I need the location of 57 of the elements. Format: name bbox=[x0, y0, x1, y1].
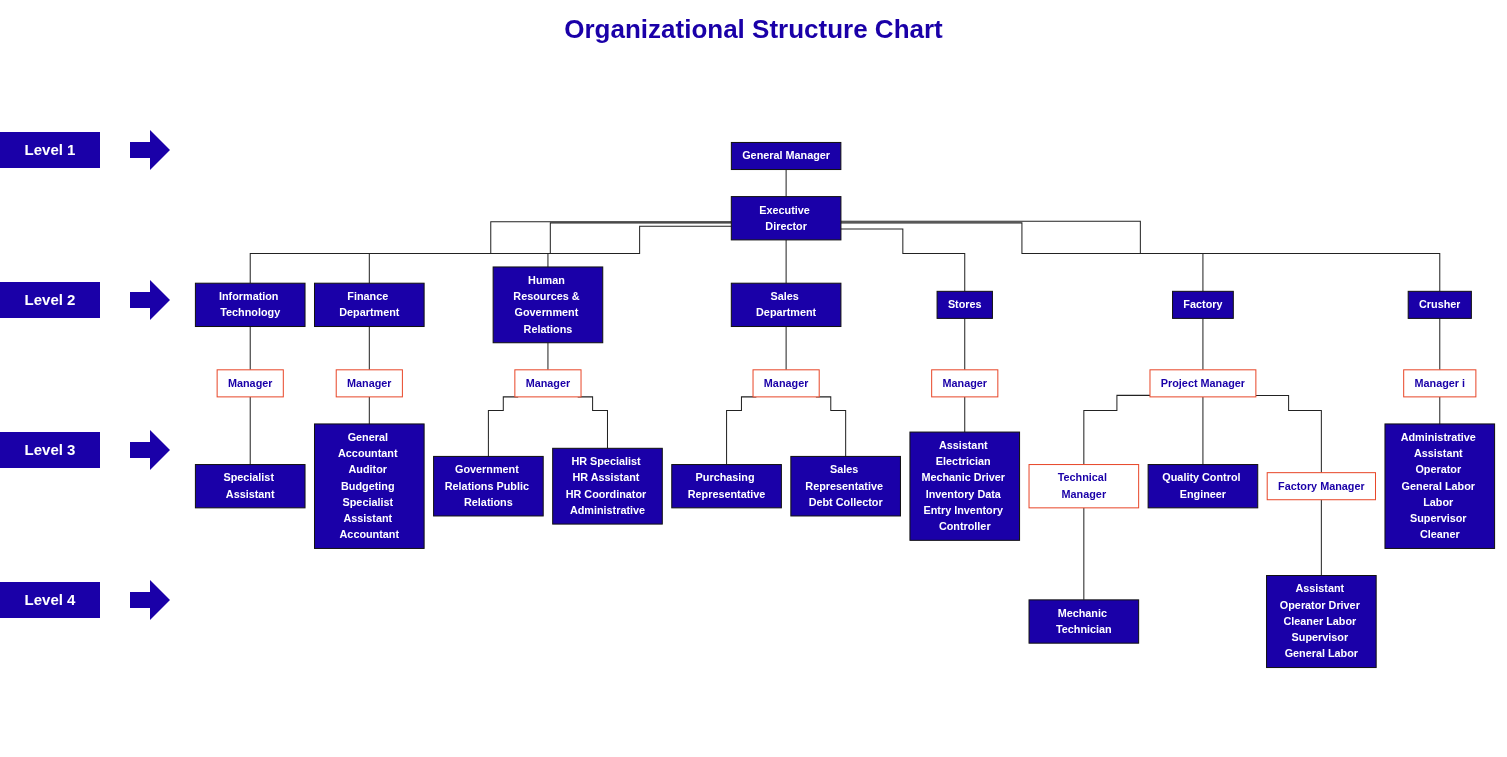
connector bbox=[964, 396, 966, 433]
node-box: Manager bbox=[216, 369, 284, 398]
connector bbox=[368, 222, 732, 284]
connector bbox=[1320, 499, 1322, 576]
chart-title: Organizational Structure Chart bbox=[563, 14, 944, 45]
node-box: Sales Representative Debt Collector bbox=[790, 455, 901, 517]
connector bbox=[785, 169, 787, 198]
node-box: Stores bbox=[936, 290, 993, 319]
node-box: Factory bbox=[1172, 290, 1234, 319]
node-box: Finance Department bbox=[314, 282, 425, 327]
level-label: Level 2 bbox=[0, 282, 100, 318]
connector bbox=[368, 396, 370, 425]
connector bbox=[249, 221, 732, 284]
node-box: Information Technology bbox=[194, 282, 306, 327]
connector bbox=[1083, 507, 1085, 601]
node-box: Manager bbox=[931, 369, 999, 398]
connector bbox=[785, 326, 787, 371]
connector bbox=[1202, 396, 1204, 466]
level-label: Level 3 bbox=[0, 432, 100, 468]
connector bbox=[1439, 317, 1441, 371]
node-box: Factory Manager bbox=[1266, 472, 1376, 501]
node-box: Sales Department bbox=[730, 282, 842, 327]
node-box: Human Resources & Government Relations bbox=[492, 266, 604, 344]
level-label: Level 4 bbox=[0, 582, 100, 618]
connector bbox=[840, 220, 1441, 292]
connector bbox=[249, 326, 251, 371]
node-box: Manager bbox=[335, 369, 403, 398]
connector bbox=[249, 396, 251, 466]
connector bbox=[368, 326, 370, 371]
node-box: Administrative Assistant Operator General Labor Labor Supervisor Cleaner bbox=[1384, 423, 1496, 549]
node-box: Government Relations Public Relations bbox=[433, 455, 544, 517]
node-box: Crusher bbox=[1407, 290, 1472, 319]
connector bbox=[840, 228, 966, 292]
node-box: Assistant Electrician Mechanic Driver Inventory Data Entry Inventory Controller bbox=[909, 431, 1021, 541]
connector bbox=[1255, 394, 1322, 474]
level-label: Level 1 bbox=[0, 132, 100, 168]
connector bbox=[547, 225, 732, 268]
connector bbox=[1439, 396, 1441, 425]
node-box: Specialist Assistant bbox=[194, 464, 306, 509]
connector bbox=[547, 342, 549, 371]
connector bbox=[785, 239, 787, 284]
connector bbox=[1202, 317, 1204, 371]
node-box: General Manager bbox=[730, 141, 842, 171]
node-box: Project Manager bbox=[1149, 369, 1257, 398]
node-box: General Accountant Auditor Budgeting Specialist Assistant Accountant bbox=[314, 423, 425, 549]
node-box: Mechanic Technician bbox=[1028, 599, 1140, 644]
node-box: Manager bbox=[752, 369, 820, 398]
connector bbox=[840, 222, 1204, 292]
node-box: Executive Director bbox=[730, 196, 842, 241]
node-box: Quality Control Engineer bbox=[1147, 464, 1259, 509]
node-box: Technical Manager bbox=[1028, 464, 1140, 509]
connector bbox=[964, 317, 966, 371]
node-box: Manager bbox=[514, 369, 582, 398]
node-box: Assistant Operator Driver Cleaner Labor Supervisor General Labor bbox=[1266, 575, 1377, 669]
node-box: HR Specialist HR Assistant HR Coordinator Administrative bbox=[552, 447, 663, 525]
node-box: Manager i bbox=[1403, 369, 1477, 398]
node-box: Purchasing Representative bbox=[671, 464, 782, 509]
